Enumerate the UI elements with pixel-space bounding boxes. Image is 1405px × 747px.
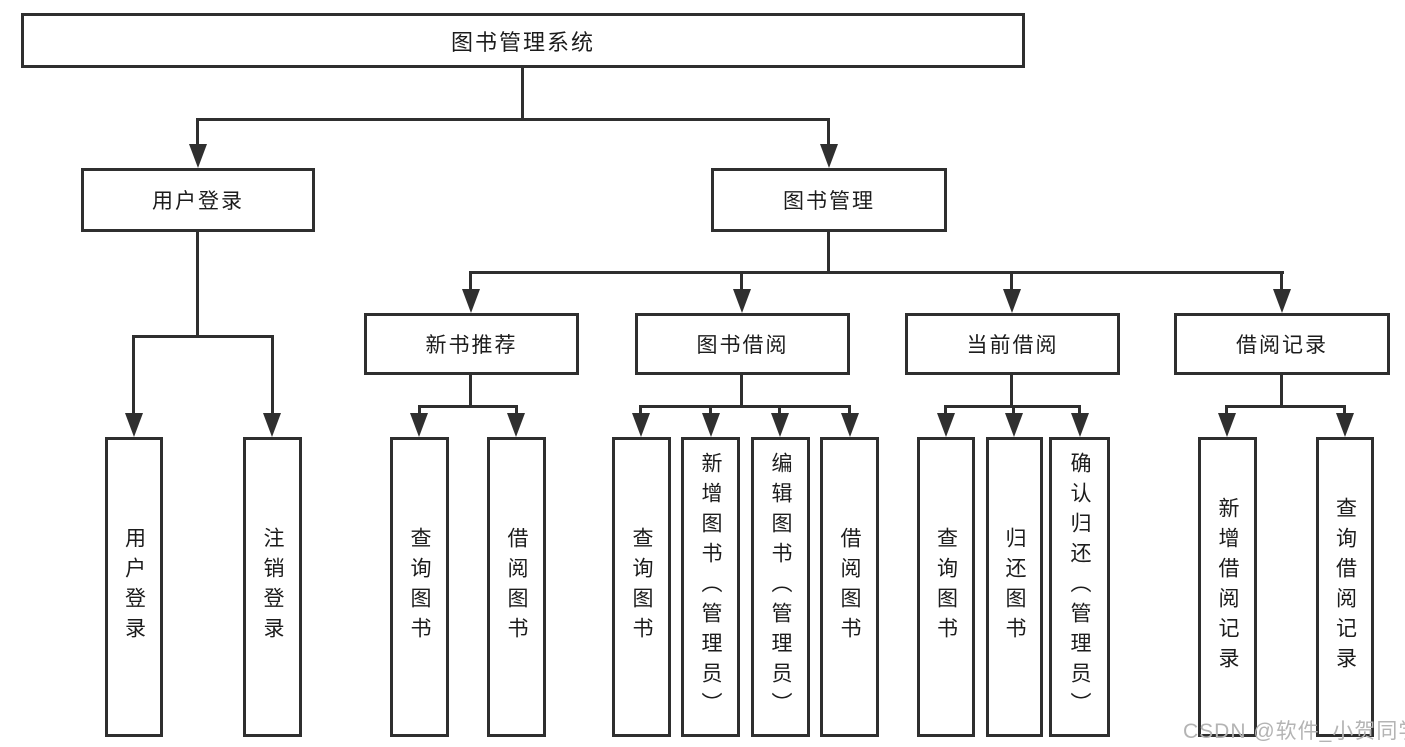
arrowhead-down-icon: [632, 413, 650, 437]
csdn-watermark: CSDN @软件_小贺同学: [1183, 720, 1405, 743]
leaf-bb-edit-books-admin: 编辑图书（管理员）: [751, 437, 810, 737]
leaf-nb-query-books: 查询图书: [390, 437, 449, 737]
connector-drop: [418, 405, 421, 417]
arrowhead-down-icon: [1273, 289, 1291, 313]
leaf-cb-return-books: 归还图书: [986, 437, 1043, 737]
leaf-label: 查询图书: [630, 527, 653, 647]
arrowhead-down-icon: [1336, 413, 1354, 437]
connector-user-login-stem: [196, 232, 199, 335]
connector-new-books-stem: [469, 375, 472, 405]
connector-new-books-drop: [469, 271, 472, 291]
connector-leaf-logout-drop: [271, 335, 274, 413]
node-borrow-records: 借阅记录: [1174, 313, 1390, 375]
leaf-label: 查询图书: [408, 527, 431, 647]
leaf-logout: 注销登录: [243, 437, 302, 737]
arrowhead-down-icon: [820, 144, 838, 168]
node-new-book-recommend: 新书推荐: [364, 313, 579, 375]
connector-borrow-records-hbar: [1225, 405, 1346, 408]
connector-user-login-drop: [196, 118, 199, 146]
connector-drop: [639, 405, 642, 417]
arrowhead-down-icon: [702, 413, 720, 437]
connector-root-hbar: [196, 118, 830, 121]
leaf-br-add-record: 新增借阅记录: [1198, 437, 1257, 737]
connector-drop: [709, 405, 712, 417]
connector-drop: [944, 405, 947, 417]
arrowhead-down-icon: [1003, 289, 1021, 313]
arrowhead-down-icon: [410, 413, 428, 437]
node-root-system: 图书管理系统: [21, 13, 1025, 68]
leaf-label: 新增图书（管理员）: [699, 452, 722, 722]
leaf-label: 新增借阅记录: [1216, 497, 1239, 677]
leaf-label: 编辑图书（管理员）: [769, 452, 792, 722]
connector-drop: [778, 405, 781, 417]
connector-user-login-hbar: [133, 335, 274, 338]
leaf-label: 查询借阅记录: [1333, 497, 1357, 677]
arrowhead-down-icon: [1071, 413, 1089, 437]
connector-current-borrow-stem: [1010, 375, 1013, 405]
leaf-bb-borrow-books: 借阅图书: [820, 437, 879, 737]
leaf-label: 注销登录: [261, 527, 284, 647]
arrowhead-down-icon: [937, 413, 955, 437]
leaf-label: 查询图书: [934, 527, 958, 647]
connector-borrow-records-stem: [1280, 375, 1283, 405]
connector-current-borrow-drop: [1010, 271, 1013, 291]
connector-drop: [1012, 405, 1015, 417]
leaf-label: 用户登录: [122, 527, 146, 647]
leaf-user-login: 用户登录: [105, 437, 163, 737]
arrowhead-down-icon: [733, 289, 751, 313]
arrowhead-down-icon: [189, 144, 207, 168]
connector-drop: [848, 405, 851, 417]
leaf-bb-add-books-admin: 新增图书（管理员）: [681, 437, 740, 737]
arrowhead-down-icon: [1005, 413, 1023, 437]
connector-leaf-login-drop: [132, 335, 135, 413]
connector-borrow-records-drop: [1280, 271, 1283, 291]
connector-book-borrow-drop: [740, 271, 743, 291]
leaf-br-query-record: 查询借阅记录: [1316, 437, 1374, 737]
connector-drop: [1343, 405, 1346, 417]
arrowhead-down-icon: [462, 289, 480, 313]
leaf-cb-confirm-return-admin: 确认归还（管理员）: [1049, 437, 1110, 737]
connector-book-mgmt-drop: [827, 118, 830, 146]
node-book-management: 图书管理: [711, 168, 947, 232]
connector-drop: [515, 405, 518, 417]
arrowhead-down-icon: [125, 413, 143, 437]
connector-drop: [1078, 405, 1081, 417]
connector-drop: [1225, 405, 1228, 417]
connector-root-stem: [521, 68, 524, 118]
connector-book-mgmt-stem: [827, 232, 830, 271]
leaf-label: 借阅图书: [505, 527, 528, 647]
connector-book-mgmt-hbar: [470, 271, 1284, 274]
arrowhead-down-icon: [507, 413, 525, 437]
leaf-nb-borrow-books: 借阅图书: [487, 437, 546, 737]
arrowhead-down-icon: [771, 413, 789, 437]
leaf-bb-query-books: 查询图书: [612, 437, 671, 737]
leaf-label: 归还图书: [1003, 527, 1026, 647]
node-current-borrow: 当前借阅: [905, 313, 1120, 375]
leaf-label: 确认归还（管理员）: [1068, 452, 1091, 722]
arrowhead-down-icon: [263, 413, 281, 437]
node-user-login: 用户登录: [81, 168, 315, 232]
arrowhead-down-icon: [1218, 413, 1236, 437]
node-book-borrow: 图书借阅: [635, 313, 850, 375]
leaf-cb-query-books: 查询图书: [917, 437, 975, 737]
connector-book-borrow-stem: [740, 375, 743, 405]
connector-book-borrow-hbar: [639, 405, 851, 408]
arrowhead-down-icon: [841, 413, 859, 437]
leaf-label: 借阅图书: [838, 527, 861, 647]
connector-new-books-hbar: [418, 405, 518, 408]
